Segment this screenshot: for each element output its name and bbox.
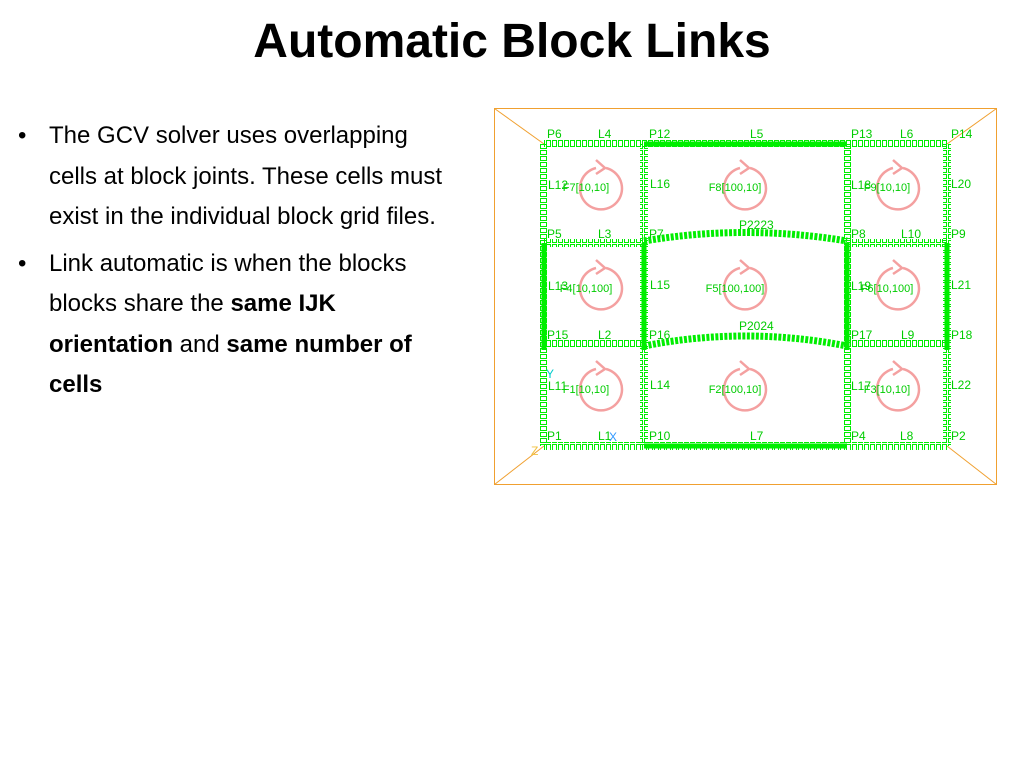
label-f7: F7[10,10] — [563, 182, 609, 194]
arrow-face-7 — [578, 159, 624, 211]
label-f6: F6[10,100] — [861, 283, 914, 295]
bullet-list: • The GCV solver uses overlapping cells … — [18, 116, 458, 412]
edge-row-mid-right — [847, 239, 947, 247]
label-l7: L7 — [750, 429, 764, 443]
label-l15: L15 — [650, 278, 670, 292]
face-labels: F7[10,10] F8[100,10] F9[10,10] F4[10,100… — [560, 182, 914, 396]
arrow-face-6 — [875, 259, 921, 311]
label-p13: P13 — [851, 127, 873, 141]
label-l16: L16 — [650, 177, 670, 191]
label-l9: L9 — [901, 328, 915, 342]
label-p7: P7 — [649, 227, 664, 241]
label-p2: P2 — [951, 429, 966, 443]
label-l13: L13 — [548, 279, 568, 293]
label-l3: L3 — [598, 227, 612, 241]
label-l6: L6 — [900, 127, 914, 141]
label-p17: P17 — [851, 328, 873, 342]
label-p10: P10 — [649, 429, 671, 443]
label-f3: F3[10,10] — [864, 384, 910, 396]
label-p12: P12 — [649, 127, 671, 141]
label-p22-p23: P2223 — [739, 218, 774, 232]
bullet-marker: • — [18, 122, 27, 149]
link-lines — [541, 141, 950, 449]
label-l10: L10 — [901, 227, 921, 241]
axis-y-label: Y — [546, 367, 554, 381]
label-p20-p24: P2024 — [739, 319, 774, 333]
bullet-bold-1: same IJK orientation — [49, 290, 336, 358]
label-f5: F5[100,100] — [706, 283, 765, 295]
edge-row-low-right — [847, 340, 947, 348]
arrow-face-8 — [722, 159, 768, 211]
label-f4: F4[10,100] — [560, 283, 613, 295]
label-p8: P8 — [851, 227, 866, 241]
slide-title: Automatic Block Links — [253, 15, 771, 68]
label-l14: L14 — [650, 378, 670, 392]
block-grid-diagram: P6 P12 P13 P14 P5 P7 P8 P9 P15 P16 P17 P… — [494, 108, 997, 485]
frame — [494, 108, 997, 485]
label-l20: L20 — [951, 177, 971, 191]
axis-z-label: Z — [531, 444, 538, 458]
label-p15: P15 — [547, 328, 569, 342]
label-l1: L1 — [598, 429, 612, 443]
arrow-face-1 — [578, 360, 624, 412]
label-p16: P16 — [649, 328, 671, 342]
label-l12: L12 — [548, 178, 568, 192]
bullet-bold-2: same number of cells — [49, 330, 412, 399]
label-l19: L19 — [851, 279, 871, 293]
bullet-marker: • — [18, 249, 27, 277]
edge-row-low-left — [544, 340, 644, 348]
label-l8: L8 — [900, 429, 914, 443]
label-f1: F1[10,10] — [563, 384, 609, 396]
label-f9: F9[10,10] — [864, 182, 910, 194]
label-p14: P14 — [951, 127, 973, 141]
curved-edges — [643, 229, 848, 350]
label-p4: P4 — [851, 429, 866, 443]
arrow-face-9 — [875, 159, 921, 211]
line-labels: L4 L5 L6 L12 L16 L18 L20 L3 L10 L13 L15 … — [548, 127, 971, 443]
label-p1: P1 — [547, 429, 562, 443]
bullet-item-2: • Link automatic is when the blocks bloc… — [18, 244, 458, 406]
label-l17: L17 — [851, 379, 871, 393]
label-l2: L2 — [598, 328, 612, 342]
label-f8: F8[100,10] — [709, 182, 762, 194]
bullet-item-1: • The GCV solver uses overlapping cells … — [18, 116, 458, 238]
axis-triad: Y X Z — [531, 367, 617, 458]
label-p5: P5 — [547, 227, 562, 241]
label-l5: L5 — [750, 127, 764, 141]
arrow-face-4 — [578, 259, 624, 311]
label-l21: L21 — [951, 278, 971, 292]
bullet-text-2b: and — [173, 330, 227, 358]
label-p18: P18 — [951, 328, 973, 342]
label-f2: F2[100,10] — [709, 384, 762, 396]
arrow-face-2 — [722, 360, 768, 412]
arrow-face-3 — [875, 360, 921, 412]
label-l22: L22 — [951, 378, 971, 392]
axis-x-label: X — [609, 430, 617, 444]
arrow-face-5 — [722, 259, 768, 311]
face-orientation-arrows — [578, 159, 921, 412]
bullet-text-2a: Link automatic is when the blocks blocks… — [49, 249, 407, 318]
label-p6: P6 — [547, 127, 562, 141]
label-p9: P9 — [951, 227, 966, 241]
label-l18: L18 — [851, 178, 871, 192]
label-l11: L11 — [548, 379, 567, 393]
point-labels: P6 P12 P13 P14 P5 P7 P8 P9 P15 P16 P17 P… — [547, 127, 973, 443]
edge-row-mid-left — [544, 239, 644, 247]
bullet-text-1: The GCV solver uses overlapping cells at… — [49, 122, 443, 230]
label-l4: L4 — [598, 127, 612, 141]
